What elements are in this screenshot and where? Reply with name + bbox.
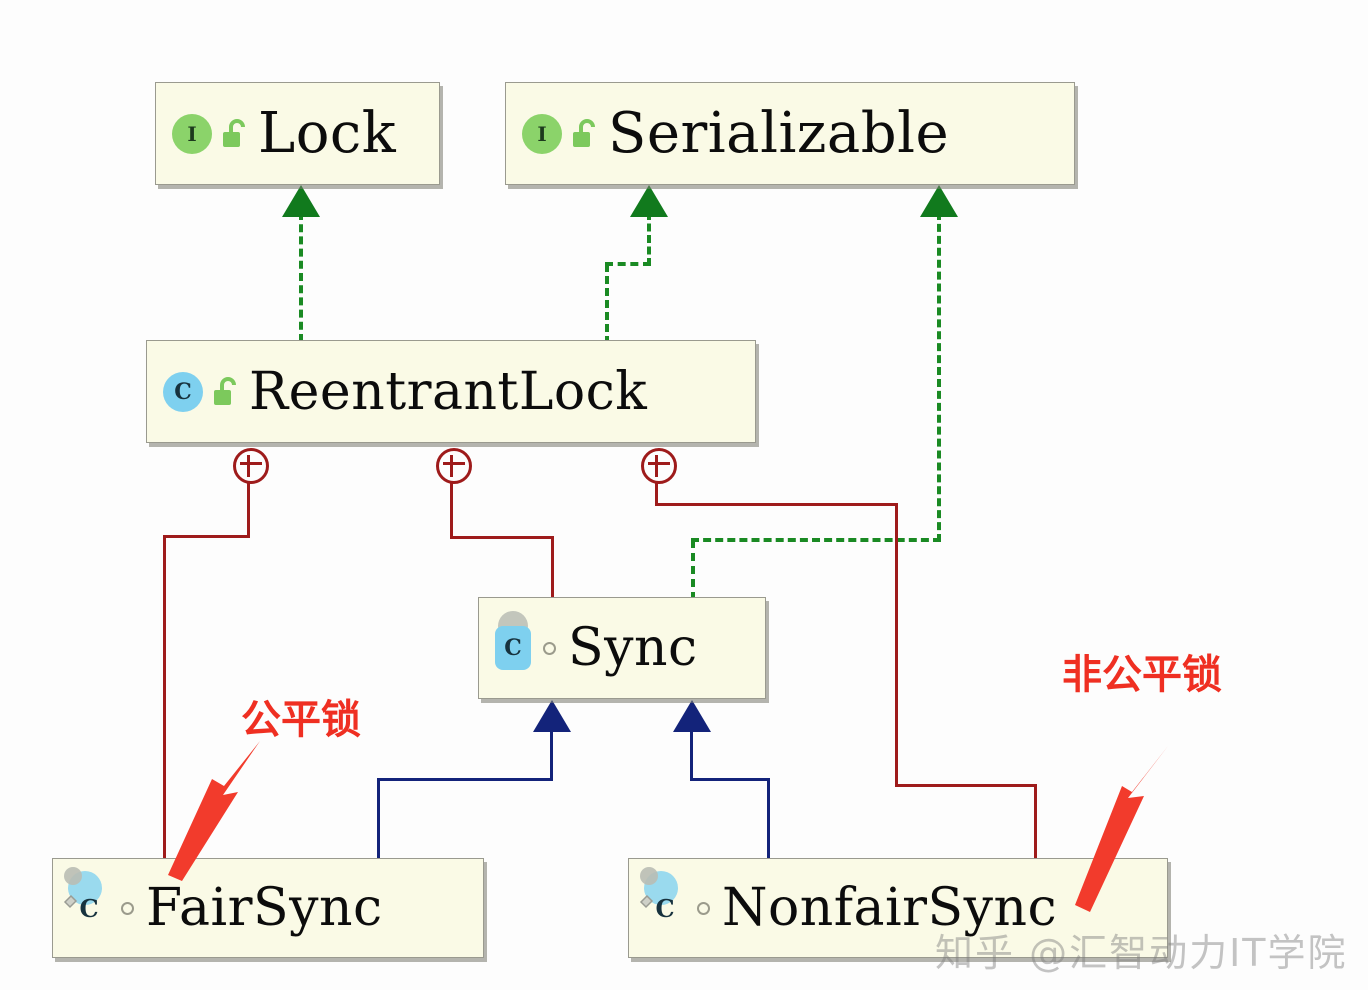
open-lock-icon <box>223 118 245 147</box>
class-box-fairsync[interactable]: C FairSync <box>52 858 484 958</box>
abstract-circle-icon <box>121 901 134 915</box>
arrow-reentrantlock-to-serializable <box>630 185 668 217</box>
edge-reentrantlock-to-sync-horizontal <box>450 536 553 539</box>
class-name-sync: Sync <box>568 618 698 678</box>
edge-sync-to-serializable-vertical-lower <box>691 540 695 600</box>
inner-class-marker-sync <box>436 448 472 484</box>
class-name-fairsync: FairSync <box>146 878 383 938</box>
edge-fairsync-to-sync-vertical-upper <box>550 728 553 781</box>
edge-nonfairsync-to-sync-vertical-upper <box>690 728 693 781</box>
edge-reentrantlock-to-serializable-horizontal <box>605 262 651 266</box>
inner-class-marker-nonfairsync <box>641 448 677 484</box>
edge-reentrantlock-to-nonfairsync-horizontal-1 <box>655 503 898 506</box>
class-c-badge-icon: C <box>163 371 203 412</box>
abstract-key-overlay-icon <box>63 867 102 909</box>
edge-sync-to-serializable-vertical-upper <box>937 212 941 542</box>
edge-fairsync-to-sync-horizontal <box>377 778 552 781</box>
edge-nonfairsync-to-sync-horizontal <box>691 778 770 781</box>
class-badge-letter: C <box>495 626 531 670</box>
open-lock-icon <box>214 376 236 405</box>
class-box-sync[interactable]: C Sync <box>478 597 766 699</box>
interface-i-badge-icon: I <box>522 113 562 154</box>
edge-reentrantlock-to-serializable-vertical-upper <box>647 212 651 266</box>
edge-reentrantlock-to-sync-vertical-lower <box>551 536 554 599</box>
class-name-lock: Lock <box>258 100 397 166</box>
watermark-text: 知乎 @汇智动力IT学院 <box>935 931 1348 975</box>
edge-reentrantlock-to-lock-vertical <box>299 212 303 342</box>
edge-reentrantlock-to-nonfairsync-vertical-2 <box>895 503 898 786</box>
class-badge-letter: C <box>655 893 675 923</box>
interface-badge-letter: I <box>172 113 212 154</box>
edge-reentrantlock-to-fairsync-vertical-lower <box>163 535 166 860</box>
abstract-key-overlay-icon <box>639 867 678 909</box>
class-box-lock[interactable]: I Lock <box>155 82 440 185</box>
annotation-nonfair-lock-arrow-icon <box>1075 746 1168 912</box>
interface-i-badge-icon: I <box>172 113 212 154</box>
abstract-circle-icon <box>697 901 710 915</box>
abstract-class-c-badge-icon: C <box>63 867 109 928</box>
class-name-serializable: Serializable <box>608 100 950 166</box>
annotation-nonfair-lock-label: 非公平锁 <box>1062 652 1222 698</box>
open-lock-icon <box>573 118 595 147</box>
annotation-fair-lock-label: 公平锁 <box>241 697 361 743</box>
class-badge-letter: C <box>163 371 203 412</box>
class-badge-letter: C <box>79 893 99 923</box>
edge-fairsync-to-sync-vertical-lower <box>377 779 380 861</box>
arrow-fairsync-to-sync <box>533 700 571 732</box>
edge-reentrantlock-to-nonfairsync-vertical-1 <box>655 476 658 504</box>
edge-reentrantlock-to-fairsync-horizontal <box>163 535 250 538</box>
edge-nonfairsync-to-sync-vertical-lower <box>767 779 770 861</box>
abstract-circle-icon <box>543 641 556 655</box>
arrow-reentrantlock-to-lock <box>282 185 320 217</box>
edge-sync-to-serializable-horizontal <box>691 538 941 542</box>
edge-reentrantlock-to-fairsync-vertical-upper <box>247 476 250 538</box>
class-name-nonfairsync: NonfairSync <box>722 878 1058 938</box>
abstract-class-c-badge-icon: C <box>495 611 531 670</box>
interface-badge-letter: I <box>522 113 562 154</box>
class-box-nonfairsync[interactable]: C NonfairSync <box>628 858 1168 958</box>
abstract-class-c-badge-icon: C <box>639 867 685 928</box>
class-name-reentrantlock: ReentrantLock <box>249 361 648 422</box>
arrow-nonfairsync-to-sync <box>673 700 711 732</box>
annotation-fair-lock-arrow-icon <box>168 741 260 881</box>
arrow-sync-to-serializable <box>920 185 958 217</box>
edge-reentrantlock-to-sync-vertical-upper <box>450 476 453 538</box>
edge-reentrantlock-to-nonfairsync-horizontal-2 <box>895 784 1037 787</box>
edge-reentrantlock-to-nonfairsync-vertical-3 <box>1034 784 1037 860</box>
class-box-serializable[interactable]: I Serializable <box>505 82 1075 185</box>
inner-class-marker-fairsync <box>233 448 269 484</box>
class-box-reentrantlock[interactable]: C ReentrantLock <box>146 340 756 443</box>
edge-reentrantlock-to-serializable-vertical-lower <box>605 264 609 344</box>
